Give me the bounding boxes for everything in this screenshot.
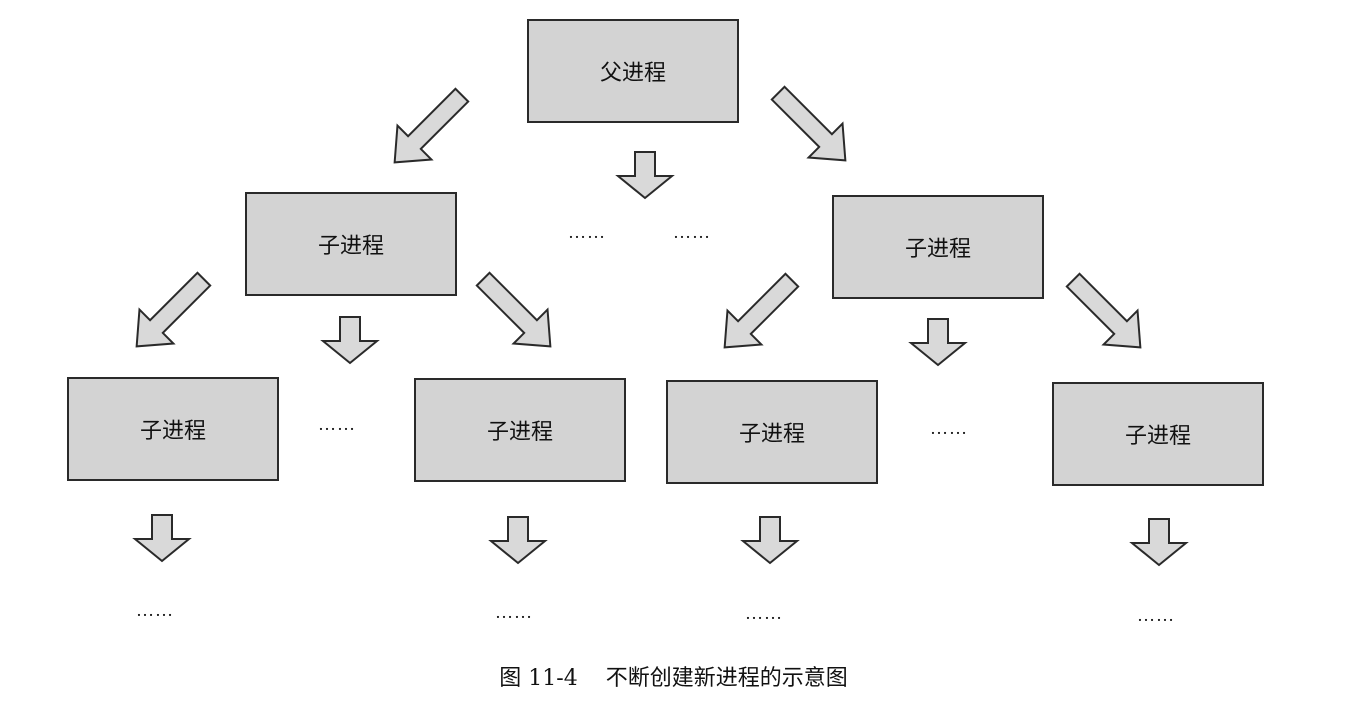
child-process-label: 子进程	[486, 420, 553, 445]
arrow-parent-to-right	[760, 75, 864, 179]
grandchild-process-box-1: 子进程	[67, 377, 279, 481]
figure-number: 图 11-4	[499, 666, 578, 691]
child-process-box-right: 子进程	[832, 195, 1044, 299]
arrow-left-to-gc1	[118, 261, 222, 365]
ellipsis: ……	[673, 222, 711, 242]
arrow-parent-to-left	[376, 77, 480, 181]
child-process-label: 子进程	[139, 419, 206, 444]
arrow-gc3-down	[742, 516, 798, 564]
ellipsis: ……	[1137, 605, 1175, 625]
arrow-right-to-gc3	[706, 262, 810, 366]
figure-title: 不断创建新进程的示意图	[605, 666, 848, 691]
grandchild-process-box-4: 子进程	[1052, 382, 1264, 486]
figure-caption: 图 11-4 不断创建新进程的示意图	[0, 660, 1347, 692]
ellipsis: ……	[318, 414, 356, 434]
child-process-label: 子进程	[317, 234, 384, 259]
arrow-left-to-gc2	[465, 261, 569, 365]
ellipsis: ……	[930, 418, 968, 438]
child-process-label: 子进程	[1124, 424, 1191, 449]
grandchild-process-box-2: 子进程	[414, 378, 626, 482]
arrow-left-down	[322, 316, 378, 364]
ellipsis: ……	[745, 603, 783, 623]
child-process-label: 子进程	[904, 237, 971, 262]
arrow-gc2-down	[490, 516, 546, 564]
grandchild-process-box-3: 子进程	[666, 380, 878, 484]
ellipsis: ……	[136, 600, 174, 620]
ellipsis: ……	[495, 602, 533, 622]
arrow-right-down	[910, 318, 966, 366]
ellipsis: ……	[568, 222, 606, 242]
parent-process-box: 父进程	[527, 19, 739, 123]
child-process-label: 子进程	[738, 422, 805, 447]
arrow-parent-down	[617, 151, 673, 199]
parent-process-label: 父进程	[599, 61, 666, 86]
arrow-gc4-down	[1131, 518, 1187, 566]
arrow-gc1-down	[134, 514, 190, 562]
arrow-right-to-gc4	[1055, 262, 1159, 366]
child-process-box-left: 子进程	[245, 192, 457, 296]
